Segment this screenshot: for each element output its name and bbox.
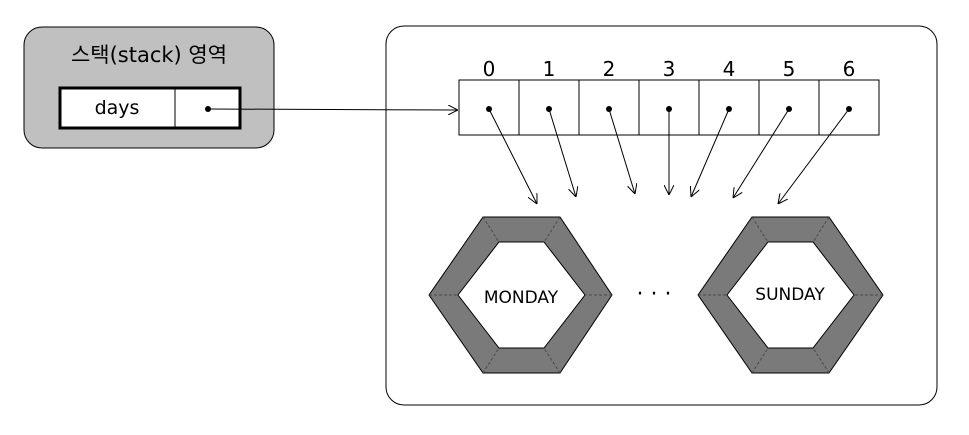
object-label: SUNDAY	[755, 285, 825, 305]
array-index: 2	[603, 57, 616, 81]
array-index: 4	[723, 57, 736, 81]
monday-object: MONDAY	[428, 216, 613, 374]
element-arrow	[488, 108, 537, 204]
object-label: MONDAY	[484, 288, 559, 308]
days-variable: days	[58, 86, 242, 130]
reference-arrow	[207, 109, 458, 110]
array-index: 5	[783, 57, 796, 81]
element-arrows	[488, 108, 850, 204]
ellipsis: · · ·	[637, 282, 672, 307]
array-index: 6	[843, 57, 856, 81]
element-arrow	[778, 108, 850, 204]
element-arrow	[548, 108, 576, 197]
sunday-object: SUNDAY	[697, 216, 884, 374]
element-arrow	[691, 108, 730, 197]
array-index: 0	[483, 57, 496, 81]
stack-area-title: 스택(stack) 영역	[71, 43, 227, 67]
stack-area: 스택(stack) 영역 days	[23, 26, 275, 149]
variable-name: days	[95, 97, 140, 119]
array-index: 1	[543, 57, 556, 81]
element-arrow	[608, 108, 635, 194]
element-arrow	[733, 108, 790, 198]
array-index: 3	[663, 57, 676, 81]
